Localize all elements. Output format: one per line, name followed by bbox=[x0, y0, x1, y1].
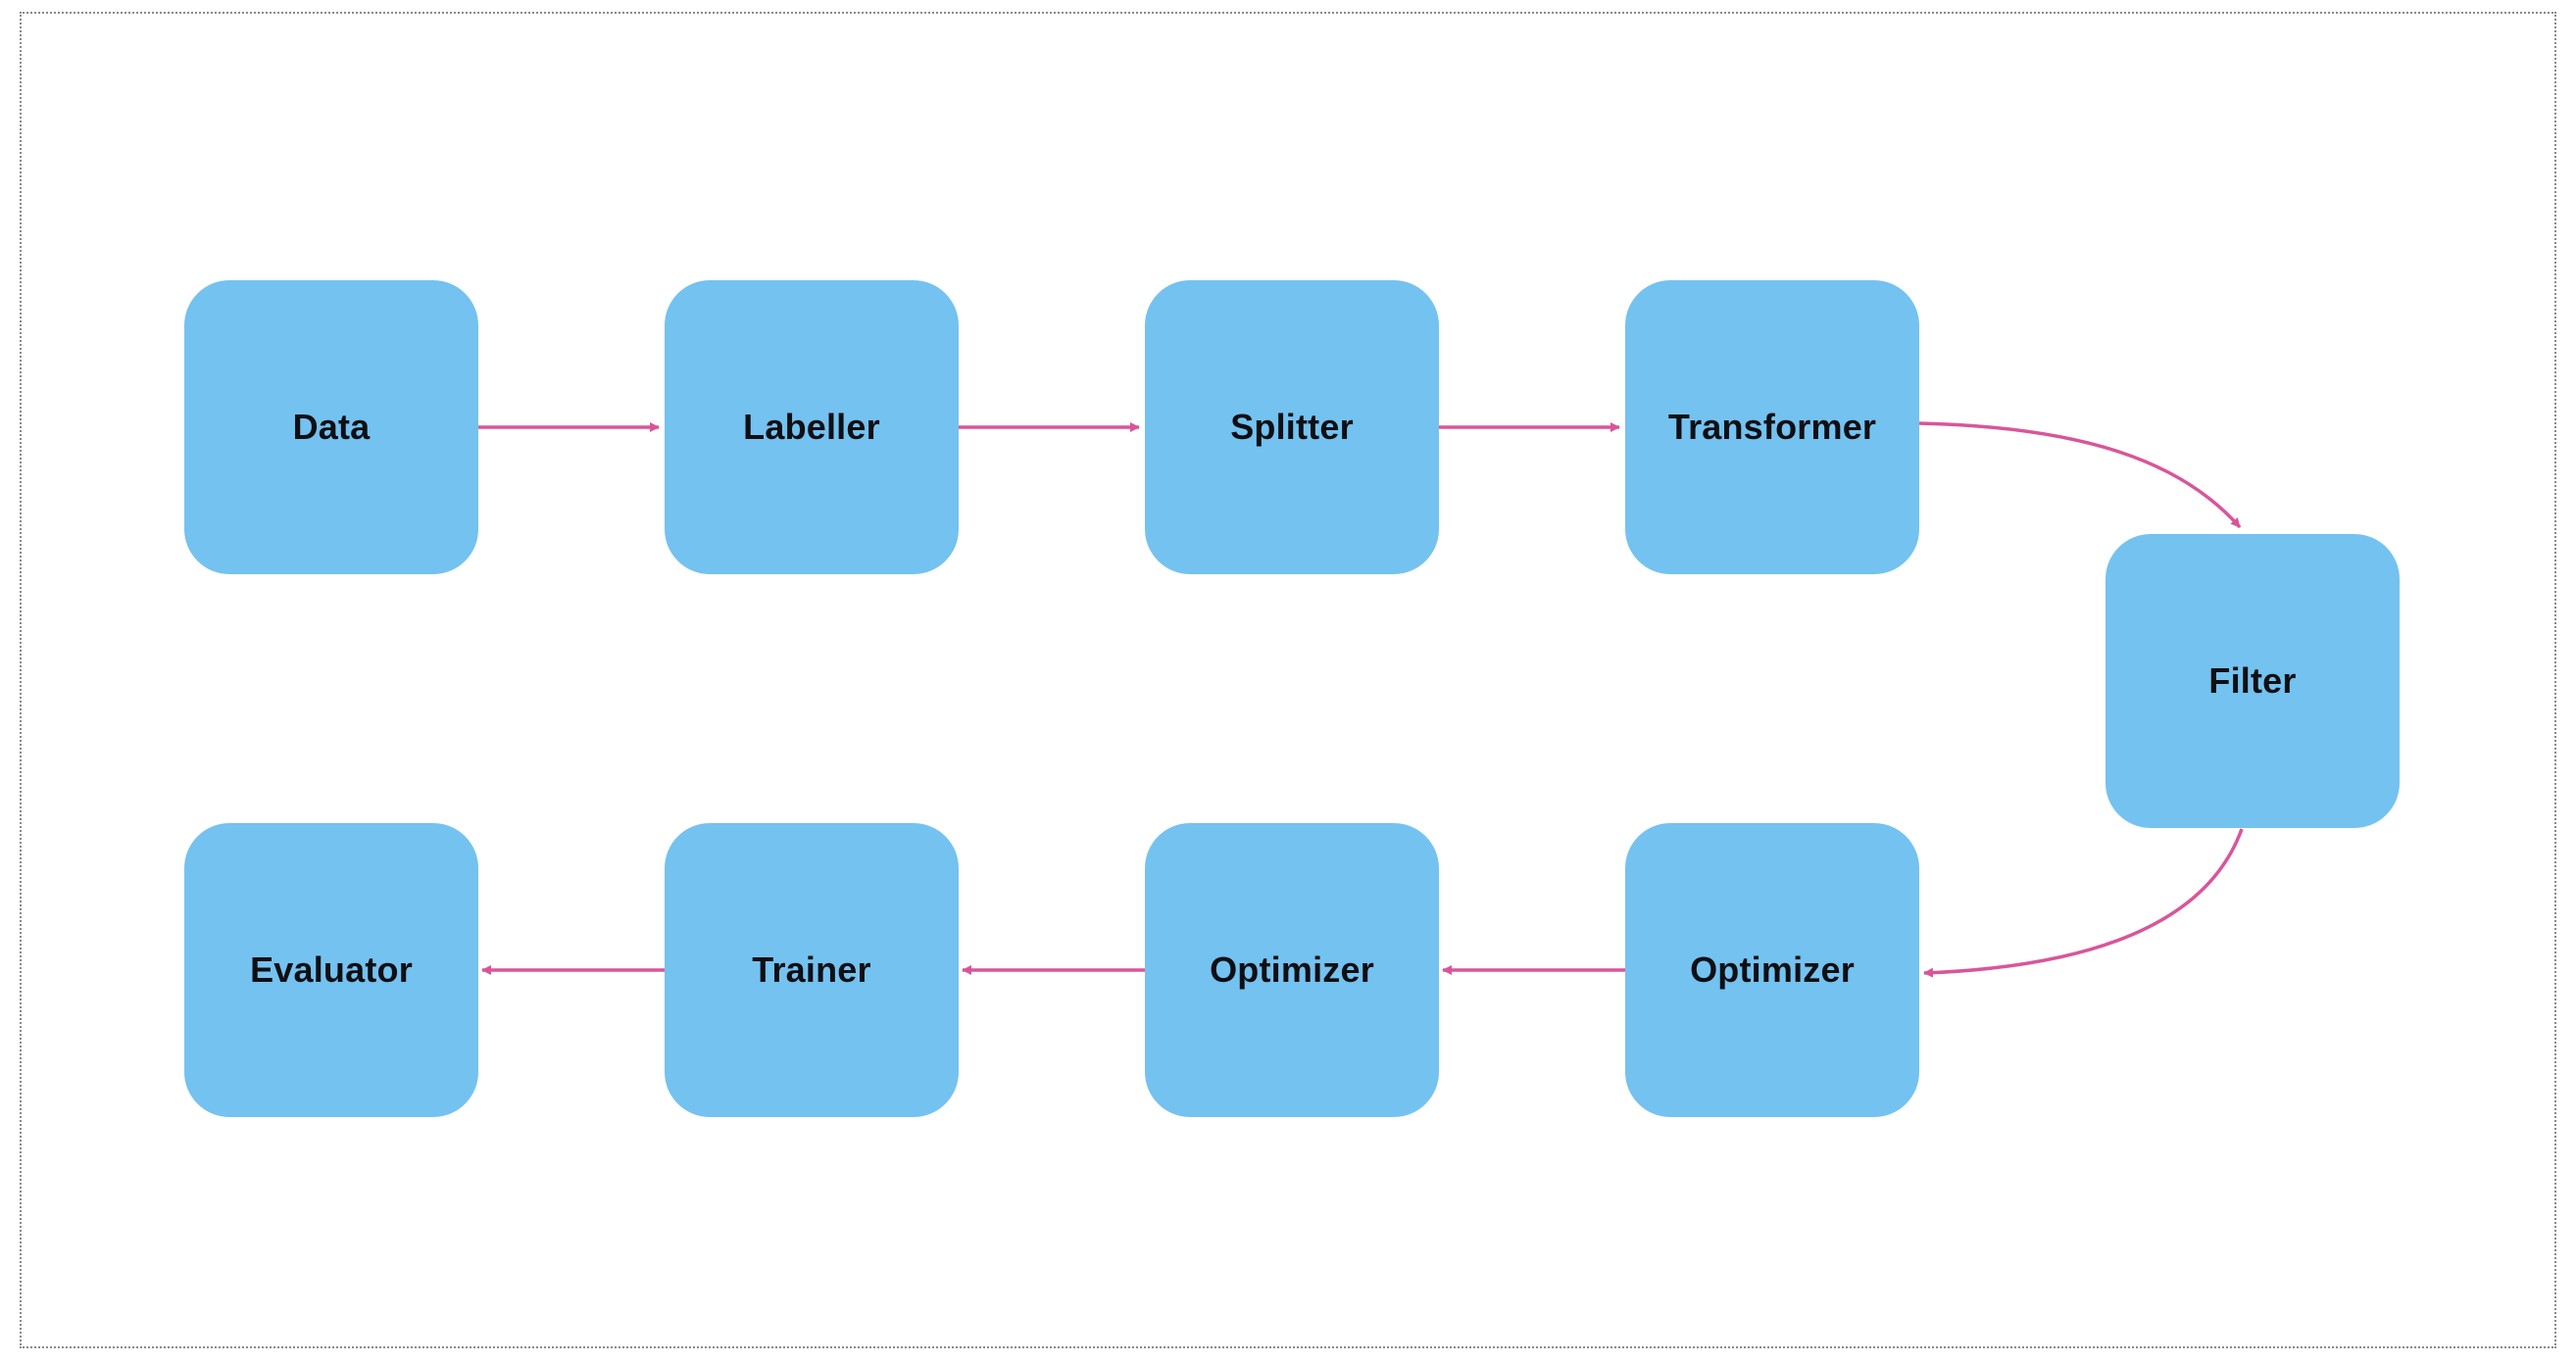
node-data[interactable]: Data bbox=[184, 280, 478, 574]
diagram-frame bbox=[20, 12, 2556, 1348]
node-splitter[interactable]: Splitter bbox=[1145, 280, 1439, 574]
node-label: Trainer bbox=[752, 950, 871, 990]
node-label: Data bbox=[292, 407, 371, 447]
node-filter[interactable]: Filter bbox=[2105, 534, 2400, 828]
node-labeller[interactable]: Labeller bbox=[665, 280, 959, 574]
node-label: Optimizer bbox=[1690, 950, 1855, 990]
node-label: Splitter bbox=[1230, 407, 1354, 447]
node-label: Evaluator bbox=[250, 950, 413, 990]
node-label: Filter bbox=[2208, 660, 2297, 701]
node-transformer[interactable]: Transformer bbox=[1625, 280, 1919, 574]
node-label: Optimizer bbox=[1210, 950, 1374, 990]
node-label: Labeller bbox=[743, 407, 880, 447]
node-evaluator[interactable]: Evaluator bbox=[184, 823, 478, 1117]
node-optimizer-left[interactable]: Optimizer bbox=[1145, 823, 1439, 1117]
edge-filter-to-optimizer bbox=[1923, 828, 2244, 978]
node-trainer[interactable]: Trainer bbox=[665, 823, 959, 1117]
node-label: Transformer bbox=[1667, 407, 1877, 447]
node-optimizer-right[interactable]: Optimizer bbox=[1625, 823, 1919, 1117]
edge-transformer-to-filter bbox=[1918, 421, 2242, 529]
